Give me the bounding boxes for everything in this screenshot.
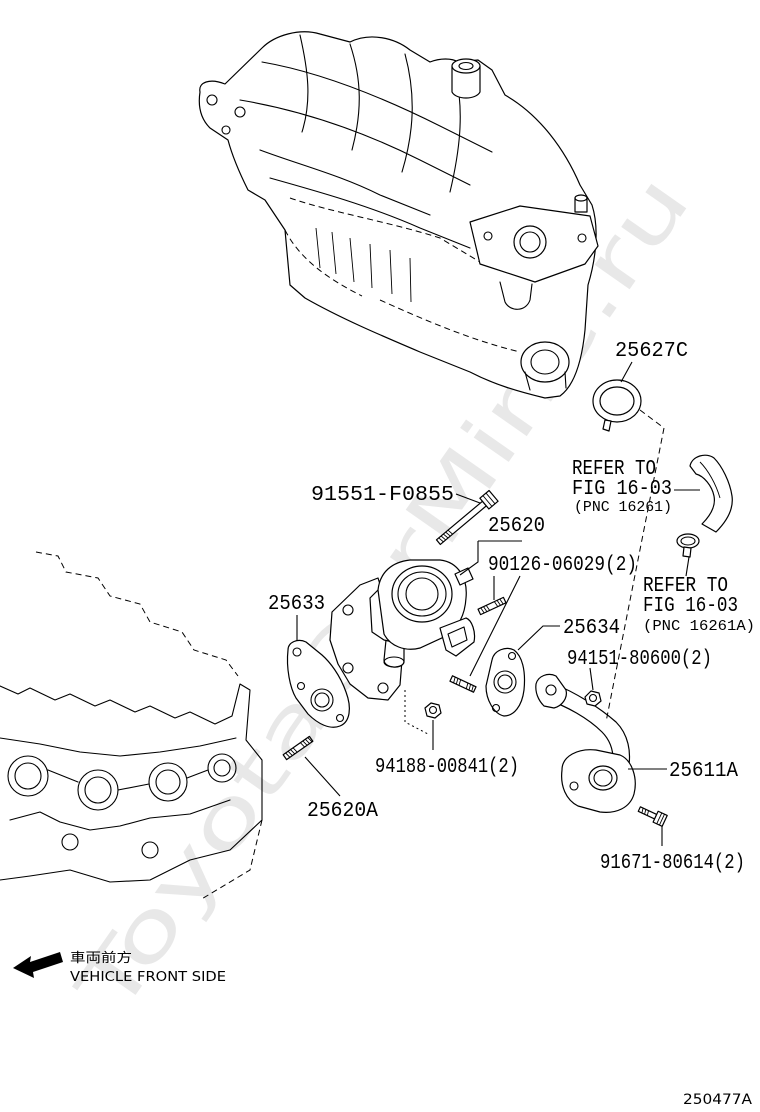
ref-16261-line3: (PNC 16261) [574, 499, 672, 516]
arrow-left-icon [13, 952, 63, 978]
label-25633: 25633 [268, 593, 325, 616]
bolt-91671-80614 [637, 806, 668, 827]
gasket-25634 [485, 647, 526, 717]
label-25620: 25620 [488, 515, 545, 538]
dash-nut-to-valve [404, 690, 429, 735]
direction-label-jp: 車両前方 [70, 950, 132, 966]
label-91671-80614: 91671-80614(2) [600, 852, 745, 875]
gasket-25627c [592, 379, 642, 432]
leader-91551-f0855 [455, 493, 481, 504]
direction-label-en: VEHICLE FRONT SIDE [70, 970, 226, 985]
nut-94188-00841 [424, 702, 442, 719]
leader-90126-06029 [469, 575, 521, 677]
leader-25620a [304, 756, 341, 797]
egr-valve [329, 559, 476, 701]
engine-block [0, 551, 263, 901]
label-91551-f0855: 91551-F0855 [311, 484, 454, 507]
label-25611a: 25611A [669, 760, 738, 783]
stud-90126-lower [449, 675, 477, 693]
intake-manifold [198, 31, 599, 399]
ref-16261a-line1: REFER TO [643, 575, 728, 598]
bolt-91551-f0855 [435, 489, 499, 546]
ref-16261a-line3: (PNC 16261A) [643, 618, 755, 635]
stud-90126-upper [477, 596, 507, 616]
dash-gasket-to-pipe [605, 409, 665, 723]
leader-25634 [517, 625, 560, 651]
hose-clamp-16261a [676, 533, 700, 558]
assembly-lines [404, 409, 665, 735]
ref-16261a-line2: FIG 16-03 [643, 595, 738, 618]
ref-16261-line2: FIG 16-03 [572, 478, 672, 501]
label-94188-00841: 94188-00841(2) [375, 756, 519, 779]
leader-25620 [459, 540, 522, 576]
leader-25627c [620, 361, 633, 383]
leader-lines [296, 361, 700, 846]
label-90126-06029: 90126-06029(2) [488, 554, 637, 577]
part-labels: 25627C REFER TO FIG 16-03 (PNC 16261) 91… [268, 340, 755, 875]
egr-pipe-25611a [535, 673, 636, 813]
nut-94151-80600 [584, 690, 602, 707]
leader-94151-80600 [589, 667, 594, 691]
ref-16261-line1: REFER TO [572, 458, 656, 481]
vehicle-front-indicator: 車両前方 VEHICLE FRONT SIDE [13, 950, 226, 985]
gasket-25633 [286, 639, 350, 728]
label-25634: 25634 [563, 617, 620, 640]
label-94151-80600: 94151-80600(2) [567, 648, 712, 671]
stud-25620a [282, 735, 314, 761]
label-25620a: 25620A [307, 800, 378, 823]
figure-code: 250477A [683, 1092, 752, 1108]
leader-ref-16261a [685, 556, 690, 577]
label-25627c: 25627C [615, 340, 688, 363]
hose-16261 [689, 454, 733, 533]
